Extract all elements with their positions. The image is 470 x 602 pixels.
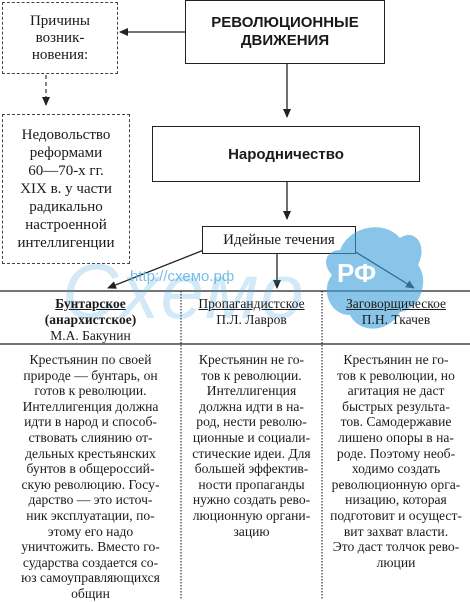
causes-line-3: новения: [31,46,89,63]
column-3-line: тов. Самодержавие [340,414,452,430]
reason-line: XIX в. у части [20,181,112,197]
column-3-line: ходимо создать [351,461,441,477]
column-2-line: нужно создать рево- [192,492,311,508]
column-header-zagovorshcheskoe: Заговорщическое П.Н. Ткачев [322,292,470,342]
column-3-line: Это даст толчок рево- [332,539,460,555]
causes-box: Причины возник- новения: [2,2,118,74]
column-1-line: юз самоуправляющихся [21,570,160,586]
column-3-line: люции [376,554,416,570]
ideas-label: Идейные течения [223,231,335,248]
column-3-line: низацию, которая [345,492,447,508]
watermark-url: http://схемо.рф [130,268,235,285]
column-body-buntarskoe: Крестьянин по своей природе — бунтарь, о… [0,346,181,601]
column-1-line: идти в народ и способ- [24,414,157,430]
column-2-line: зацию [233,523,270,539]
column-1-line: готов к революции. [34,383,147,399]
column-2-line: ности пропаганды [198,476,305,492]
watermark-rf: РФ [337,258,377,288]
column-3-line: революционную орга- [331,476,461,492]
column-1-line: скую революцию. Госу- [21,476,160,492]
column-3-line: агитация не даст [347,383,445,399]
watermark-splash-icon [326,227,424,329]
arrow-ideas-to-col1 [107,245,215,289]
column-1-line: ник эксплуатации, по- [26,507,155,523]
column-3-line: подготовит и осущест- [330,507,462,523]
ideas-box: Идейные течения [202,226,356,254]
column-body-propagandistskoe: Крестьянин не го- тов к революции. Интел… [181,346,322,600]
column-2-line: люционную органи- [192,507,311,523]
column-2-line: тов к революции. [201,367,302,383]
column-2-line: род, нести револю- [196,414,307,430]
column-body-zagovorshcheskoe: Крестьянин не го- тов к революции, но аг… [322,346,470,600]
reason-line: радикально [29,199,103,215]
column-header-propagandistskoe: Пропагандистское П.Л. Лавров [181,292,322,342]
title-box: РЕВОЛЮЦИОННЫЕ ДВИЖЕНИЯ [185,0,385,64]
column-3-title: Заговорщическое [346,296,446,311]
column-3-line: тов к революции, но [337,367,455,383]
column-1-line: сударства создается со- [22,554,159,570]
column-3-line: Крестьянин не го- [343,352,449,367]
watermark-logo-text: Схемо [62,247,306,335]
column-1-line: Крестьянин по своей [29,352,152,367]
causes-line-2: возник- [35,29,85,46]
column-1-author: М.А. Бакунин [50,328,131,343]
column-2-line: должна идти в на- [199,398,304,414]
column-2-line: Крестьянин не го- [198,352,305,367]
column-3-line: вит захват власти. [343,523,449,539]
causes-line-1: Причины [29,12,91,29]
column-1-subtitle: (анархистское) [44,312,137,327]
column-1-line: уничтожить. Вместо го- [21,539,160,555]
narodnichestvo-label: Народничество [228,145,344,163]
narodnichestvo-box: Народничество [152,126,420,182]
reason-line: интеллигенции [17,235,115,251]
column-1-line: Интеллигенция должна [22,398,159,414]
column-1-line: бунтов в общероссий- [26,461,155,477]
reason-line: 60—70-х гг. [28,163,104,179]
column-2-title: Пропагандистское [198,296,305,311]
column-1-line: дарство — это источ- [28,492,153,508]
column-2-author: П.Л. Лавров [216,312,287,327]
column-3-line: лишено опоры в на- [338,429,454,445]
column-3-line: роде. Поэтому необ- [336,445,456,461]
column-2-line: большей эффектив- [194,461,309,477]
column-1-line: ствовать слиянию от- [28,429,153,445]
column-1-line: этому его надо [47,523,134,539]
column-3-line: быстрых результа- [342,398,450,414]
reason-line: реформами [29,145,103,161]
column-header-buntarskoe: Бунтарское (анархистское) М.А. Бакунин [0,292,181,343]
column-2-line: стические идеи. Для [192,445,311,461]
title-line-1: РЕВОЛЮЦИОННЫЕ [211,14,359,31]
column-1-title: Бунтарское [55,296,126,311]
reason-box: Недовольство реформами 60—70-х гг. XIX в… [2,114,130,264]
column-1-line: природе — бунтарь, он [23,367,158,383]
reason-line: Недовольство [21,127,111,143]
column-3-author: П.Н. Ткачев [361,312,431,327]
column-1-line: общин [71,585,110,601]
reason-line: настроенной [25,217,107,233]
column-2-line: ционные и социали- [192,429,311,445]
column-2-line: Интеллигенция [206,383,297,399]
column-1-line: дельных крестьянских [25,445,156,461]
title-line-2: ДВИЖЕНИЯ [240,32,330,49]
